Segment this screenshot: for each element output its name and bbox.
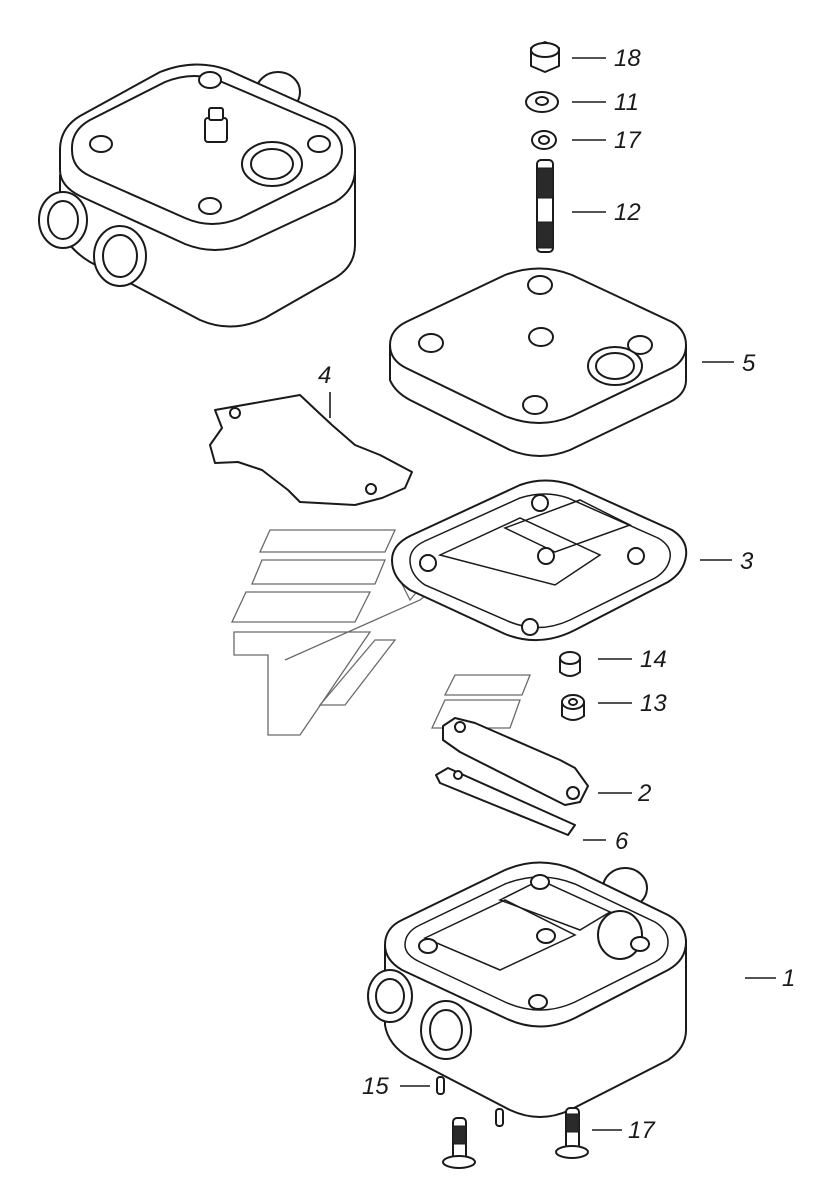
callout-17-top: 17 — [614, 127, 642, 154]
callout-14: 14 — [640, 646, 667, 673]
part-3-valve-plate — [391, 479, 688, 642]
screw-left — [442, 1117, 476, 1169]
callout-11: 11 — [614, 89, 639, 116]
part-5-cover-plate — [389, 267, 687, 457]
part-18-nut — [530, 41, 560, 73]
part-17-spring-washer — [531, 130, 557, 150]
callout-12: 12 — [614, 199, 641, 226]
part-12-stud — [536, 159, 554, 253]
part-14-bushing — [559, 651, 581, 677]
part-4-gasket — [209, 394, 413, 506]
callout-5: 5 — [742, 350, 756, 377]
leader-lines — [329, 57, 776, 1131]
callout-2: 2 — [637, 780, 651, 807]
part-17-screw — [555, 1107, 589, 1159]
callout-6: 6 — [615, 828, 629, 855]
assembled-cylinder-head — [38, 63, 356, 328]
part-15-dowel-pin — [436, 1076, 445, 1095]
callout-13: 13 — [640, 690, 667, 717]
part-11-washer — [525, 91, 559, 113]
part-2-valve-reed — [442, 717, 589, 806]
part-1-cylinder-head-body — [367, 861, 687, 1118]
callout-4: 4 — [318, 362, 331, 389]
callout-18: 18 — [614, 45, 641, 72]
callout-3: 3 — [740, 548, 754, 575]
dowel-pin-second — [495, 1108, 504, 1127]
callout-15: 15 — [362, 1073, 389, 1100]
part-13-sleeve — [561, 694, 585, 721]
callout-1: 1 — [782, 965, 795, 992]
callout-17-bottom: 17 — [628, 1117, 656, 1144]
part-6-reed-strip — [435, 767, 576, 836]
